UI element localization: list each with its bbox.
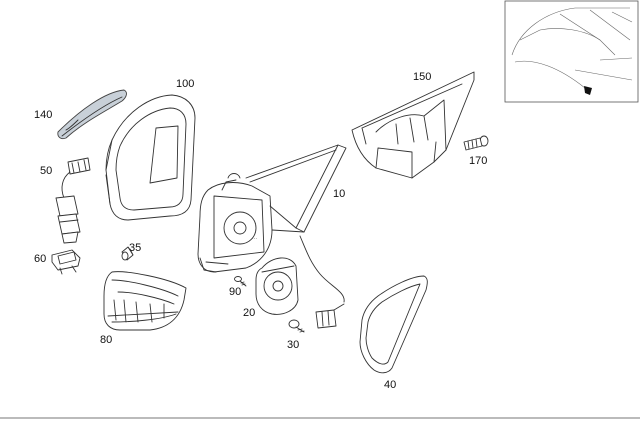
part-20-adjusting-motor[interactable] [255, 257, 299, 315]
part-30-screw[interactable] [288, 319, 305, 333]
part-90-screw[interactable] [234, 276, 247, 287]
part-10-mirror-base[interactable]: ··· [197, 144, 347, 273]
callout-100[interactable]: 100 [176, 78, 194, 90]
callout-10[interactable]: 10 [333, 188, 345, 200]
callout-90[interactable]: 90 [229, 286, 241, 298]
part-50-wiring-socket[interactable] [55, 157, 91, 244]
mirror-cable [299, 235, 345, 329]
vehicle-location-inset[interactable] [504, 0, 639, 103]
callout-170[interactable]: 170 [469, 155, 487, 167]
callout-150[interactable]: 150 [413, 71, 431, 83]
callout-20[interactable]: 20 [243, 307, 255, 319]
part-170-bolt[interactable] [463, 135, 489, 151]
callout-80[interactable]: 80 [100, 334, 112, 346]
mirror-location-marker [584, 86, 592, 95]
part-140-turn-signal-lens[interactable] [57, 89, 127, 140]
part-150-triangle-trim[interactable] [351, 71, 475, 179]
callout-140[interactable]: 140 [34, 109, 52, 121]
svg-text:···: ··· [252, 236, 257, 242]
part-35-bulb[interactable] [121, 246, 134, 261]
callout-40[interactable]: 40 [384, 379, 396, 391]
part-80-lower-cover[interactable] [103, 271, 187, 331]
callout-60[interactable]: 60 [34, 253, 46, 265]
part-40-mirror-glass[interactable] [359, 275, 428, 374]
callout-50[interactable]: 50 [40, 165, 52, 177]
callout-30[interactable]: 30 [287, 339, 299, 351]
part-100-mirror-housing[interactable] [105, 94, 196, 221]
part-60-connector[interactable] [51, 249, 81, 275]
callout-35[interactable]: 35 [129, 242, 141, 254]
